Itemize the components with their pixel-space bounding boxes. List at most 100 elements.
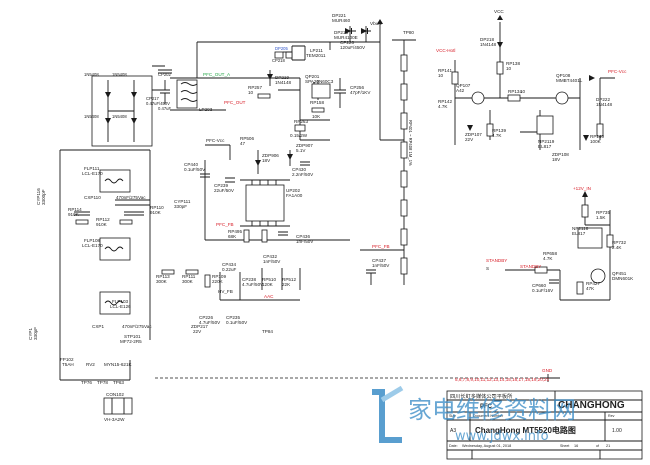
rp112-value: 910K: [96, 222, 108, 227]
bridge-rectifier: [91, 75, 153, 147]
pfc-out-net: PFC_OUT: [224, 100, 246, 105]
cp226-ref: CP226: [340, 40, 354, 45]
pfc-out-a-net: PFC_OUT_A: [203, 72, 231, 77]
rp427-value: 47K: [586, 286, 595, 291]
cp238-ref: CP238: [242, 277, 256, 282]
standby-wiring: [505, 191, 614, 301]
cp436-ref: CP436: [296, 234, 310, 239]
cp256-ref: CP256: [350, 85, 364, 90]
cxp1-value: 470nF/275Vac: [122, 324, 152, 329]
tp63-label: TP63: [113, 380, 124, 385]
qp108-ref: QP108: [556, 73, 571, 78]
aac-net: AAC: [264, 294, 274, 299]
rp257-value: 10: [248, 90, 254, 95]
res-rp158: [311, 107, 325, 113]
np2119-value: EL817: [538, 144, 552, 149]
rp110-value: 910K: [150, 210, 162, 215]
tb-sheet-label: Sheet: [560, 444, 569, 448]
dp221-ref: DP221: [332, 13, 346, 18]
zener-zdp906: [255, 150, 261, 174]
stp101-ref: STP101: [124, 334, 141, 339]
cyp111-ref: CYP111: [174, 199, 191, 204]
small-pair: [274, 51, 293, 59]
cxp110-ref: CXP110: [84, 195, 101, 200]
rp140-ref: RP140: [590, 134, 604, 139]
np2118-ref: NP2118: [572, 226, 589, 231]
title-block: [446, 390, 643, 460]
vcc-switch-wiring: [451, 15, 615, 150]
sheet-list: 5,6,7,8,9,10,11,12,13,14,15,16,17,18,19,…: [455, 377, 550, 382]
ladder-label: RP401 ~ RP408 1M_1%: [408, 120, 413, 166]
rp113-ref: RP113: [156, 274, 170, 279]
zdp107-value: 22V: [465, 137, 474, 142]
rp140-value: 100K: [590, 139, 602, 144]
rp113-value: 300K: [156, 279, 168, 284]
ic-up202: [240, 179, 290, 227]
tb-date: Wednesday, August 01, 2018: [462, 444, 511, 448]
rp732-ref: RP732: [612, 240, 626, 245]
cp660-value: 0.1uF/16V: [532, 288, 554, 293]
pfc-vcc-feed: [204, 144, 350, 241]
emi-filter: [59, 149, 211, 381]
qp201-ref: QP201: [305, 74, 320, 79]
tb-size: A3: [450, 428, 456, 434]
zdp217-ref: ZDP217: [191, 324, 208, 329]
fp102-value: T5AH: [62, 362, 74, 367]
ground-row: [219, 268, 301, 301]
qp451-value: DMN601K: [612, 276, 634, 281]
cp202-ref: CP202: [158, 72, 171, 77]
rp732-value: 2.4K: [612, 245, 622, 250]
con102-value: VH-3A2W: [104, 417, 125, 422]
cp239-ref: CP239: [214, 183, 228, 188]
rp138-ref: RP138: [506, 61, 520, 66]
cp437-ref: CP437: [372, 258, 386, 263]
dp218-ref: DP218: [334, 30, 348, 35]
rp263-value: 0.15/2W: [290, 133, 308, 138]
cp660-ref: CP660: [532, 283, 546, 288]
flp111-value: LCL-E170: [82, 171, 103, 176]
vbulk-arrow: [377, 19, 383, 24]
tp84-label: TP84: [262, 329, 273, 334]
pfc-fb2-net: PFC_FB: [372, 244, 390, 249]
zdp906-ref: ZDP906: [262, 153, 279, 158]
tb-rev-label: Rev: [608, 414, 615, 418]
zdp217-value: 22V: [193, 329, 202, 334]
rp139-ref: RP139: [492, 128, 506, 133]
rp111-ref: RP111: [182, 274, 196, 279]
tb-date-label: Date:: [449, 444, 458, 448]
cp430-ref: CP430: [292, 167, 306, 172]
cp436-value: 1nF/50V: [296, 239, 314, 244]
cp238-value: 4.7uF/50V: [242, 282, 264, 287]
rp495-ref: RP495: [228, 229, 242, 234]
flp103-value: LCL-E126: [110, 304, 131, 309]
hv-fb-net: HV_FB: [218, 289, 233, 294]
cp235-ref: CP235: [226, 315, 240, 320]
rp112-ref: RP112: [96, 217, 110, 222]
cyp1-value: 330pF: [33, 327, 38, 340]
dp219-value: 1N4148: [275, 80, 292, 85]
cyp116-value: 3300pF: [41, 189, 46, 205]
rp510-value: 120K: [262, 282, 274, 287]
cp440-value: 0.1uF/50V: [184, 167, 206, 172]
tp80-label: TP80: [403, 30, 414, 35]
diode-dp219: [267, 70, 273, 86]
pfc-fb-net: PFC_FB: [216, 222, 234, 227]
rp506-ref: RP506: [240, 136, 254, 141]
cap-cp256: [334, 78, 346, 108]
flp111-ref: FLP111: [84, 166, 100, 171]
rp158-value: 10K: [312, 114, 321, 119]
cxp110-value: 470nF/275Vac: [116, 195, 146, 200]
rp158-ref: RP158: [310, 100, 324, 105]
vcc-hotl-net: VCC-Hotl: [436, 48, 455, 53]
cap-cp440: [200, 173, 210, 178]
dp103-value: 1N5408: [84, 114, 99, 119]
pfc-choke-lp203: [170, 77, 226, 111]
rp142-value: 4.7K: [438, 104, 448, 109]
tb-block: PFC: [480, 404, 493, 410]
watermark-text: 家电维修资料网: [408, 396, 576, 424]
tb-brand: CHANGHONG: [558, 400, 625, 411]
cp434-value: 0.22uF: [222, 267, 236, 272]
cp239-value: 22uF/50V: [214, 188, 235, 193]
pfc-vcc2-net: PFC-Vcc: [608, 69, 627, 74]
